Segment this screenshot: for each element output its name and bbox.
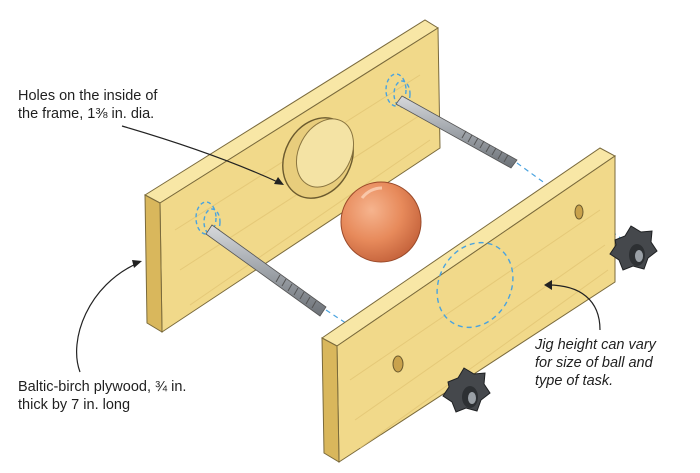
plywood-callout-line2: thick by 7 in. long bbox=[18, 397, 131, 413]
front-board bbox=[321, 147, 616, 463]
holes-callout-line2: the frame, 1⅜ in. dia. bbox=[18, 106, 155, 122]
threaded-rod-upper bbox=[395, 95, 518, 169]
leader-jig-arrow bbox=[544, 280, 552, 290]
holes-callout-line1: Holes on the inside of bbox=[18, 88, 158, 104]
jig-callout-line3: type of task. bbox=[535, 373, 614, 389]
star-knob-lower bbox=[442, 367, 491, 413]
leader-holes bbox=[121, 125, 281, 184]
jig-height-callout: Jig height can vary for size of ball and… bbox=[535, 336, 656, 390]
wooden-ball bbox=[340, 181, 422, 263]
plywood-callout: Baltic-birch plywood, ¾ in. thick by 7 i… bbox=[18, 378, 186, 414]
leader-plywood bbox=[76, 262, 139, 373]
threaded-rod-lower bbox=[205, 224, 327, 317]
leader-holes-arrow bbox=[274, 177, 284, 185]
leader-lines bbox=[76, 125, 601, 373]
bolt-hole-left bbox=[392, 355, 404, 373]
jig-callout-line2: for size of ball and bbox=[535, 355, 653, 371]
leader-plywood-arrow bbox=[132, 260, 142, 268]
large-hole bbox=[282, 117, 355, 199]
jig-callout-line1: Jig height can vary bbox=[535, 337, 656, 353]
back-board-end bbox=[144, 194, 163, 333]
plywood-callout-line1: Baltic-birch plywood, ¾ in. bbox=[18, 379, 187, 395]
front-board-end bbox=[321, 337, 340, 463]
holes-callout: Holes on the inside of the frame, 1⅜ in.… bbox=[18, 87, 157, 123]
bolt-hole-right bbox=[574, 204, 584, 220]
hidden-hole-front bbox=[436, 241, 514, 329]
star-knob-upper bbox=[609, 225, 658, 271]
leader-jig bbox=[547, 284, 601, 331]
